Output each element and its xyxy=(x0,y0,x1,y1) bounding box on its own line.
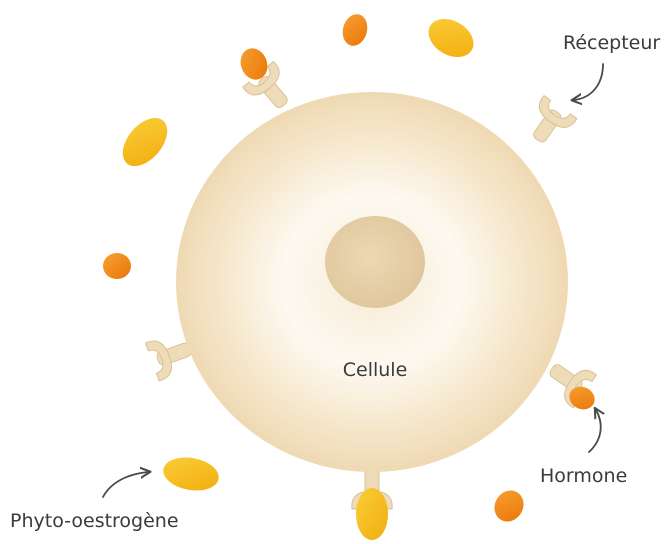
hormone-arrow xyxy=(589,410,601,452)
phytoestrogen-free-top xyxy=(422,11,481,64)
cell-label: Cellule xyxy=(343,359,408,381)
phytoestrogen-free-bottom-left xyxy=(161,453,222,494)
receptor-label: Récepteur xyxy=(563,32,660,54)
hormone-free-bottom-right xyxy=(489,485,529,527)
phytoestrogen-arrow xyxy=(103,472,148,497)
hormone-label: Hormone xyxy=(540,465,627,487)
receptor-top-right xyxy=(521,96,577,152)
phytoestrogen-free-left xyxy=(114,110,176,175)
phytoestrogen-label: Phyto-oestrogène xyxy=(10,510,179,532)
phytoestrogen-bound-bottom xyxy=(356,488,388,540)
receptor-arrow xyxy=(574,64,603,100)
hormone-free-top xyxy=(339,11,370,48)
hormone-free-left xyxy=(103,253,131,279)
nucleus xyxy=(325,216,425,308)
